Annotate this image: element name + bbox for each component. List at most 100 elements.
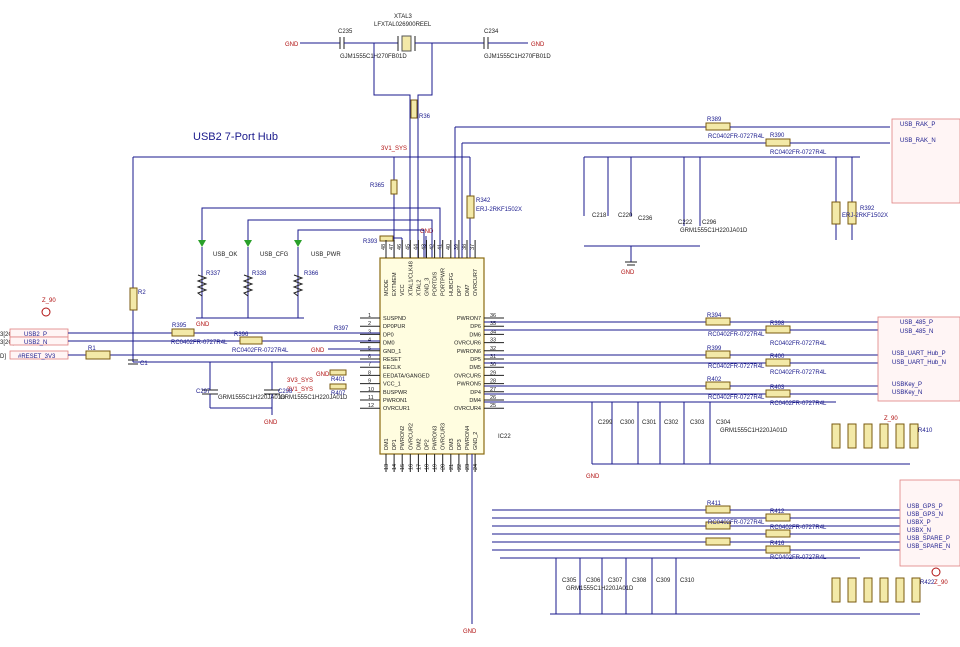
r-bot-pd-2 — [847, 577, 857, 603]
r-bot-5 — [705, 537, 731, 546]
net-key-n: USBKey_N — [892, 390, 922, 396]
ic-pin-num-32: 32 — [490, 346, 496, 352]
right-z90-icon — [931, 567, 941, 577]
r402-part: RC0402FR-0727R4L — [708, 395, 765, 401]
r1-body — [85, 350, 111, 360]
ic-pin-name-8: EEDATA/GANGED — [383, 373, 430, 379]
ic-pin-name-15: PWRON2 — [400, 426, 406, 450]
r-bot-4 — [765, 529, 791, 538]
cap-top-1: C220 — [618, 213, 633, 219]
net-rak-p: USB_RAK_P — [900, 122, 935, 128]
r400-part: RC0402FR-0727R4L — [770, 370, 827, 376]
r396-ref: R396 — [234, 332, 249, 338]
r394-ref: R394 — [707, 313, 722, 319]
r393-ref: R393 — [363, 239, 378, 245]
r402-ref: R402 — [707, 377, 722, 383]
r-mid-pd-4 — [879, 423, 889, 449]
r411-part: RC0402FR-0727R4L — [708, 520, 765, 526]
r401-ref: R401 — [331, 377, 346, 383]
r399-body — [705, 350, 731, 359]
net-gps-n: USB_GPS_N — [907, 512, 943, 518]
ic-pin-name-4: DM0 — [383, 341, 395, 347]
r1-ref: R1 — [88, 346, 96, 352]
ic-pin-name-32: PWRON6 — [457, 349, 481, 355]
r412-part: RC0402FR-0727R4L — [770, 525, 827, 531]
r403-body — [765, 389, 791, 398]
r389-part: RC0402FR-0727R4L — [708, 134, 765, 140]
ic-pin-num-38: 38 — [462, 244, 468, 250]
ic-pin-name-34: DM6 — [469, 332, 481, 338]
ic-pin-name-6: RESET — [383, 357, 402, 363]
c297-part: GRM1555C1H220JA01D — [218, 395, 286, 401]
r395-body — [171, 328, 195, 337]
cap-mid-5: C304 — [716, 420, 731, 426]
r400-body — [765, 358, 791, 367]
r399-ref: R399 — [707, 346, 722, 352]
led-section: USB_OK USB_CFG USB_PWR R337 R338 R366 GN… — [196, 240, 341, 328]
ic-pin-num-13: 13 — [384, 464, 390, 470]
ic-bottom-pins: 13DM114DP115PWRON216OVRCUR217DM218DP219P… — [384, 423, 479, 472]
r392-body — [847, 201, 857, 225]
ic-pin-num-36: 36 — [490, 313, 496, 319]
ic-pin-num-29: 29 — [490, 370, 496, 376]
cap-bot-0: C305 — [562, 578, 577, 584]
ic-pin-num-7: 7 — [368, 362, 371, 368]
ic-pin-num-8: 8 — [368, 370, 371, 376]
cap-bot-1: C306 — [586, 578, 601, 584]
r394-body — [705, 317, 731, 326]
ic-pin-num-35: 35 — [490, 321, 496, 327]
ic-pin-name-28: PWRON5 — [457, 382, 481, 388]
ic-pin-num-45: 45 — [405, 244, 411, 250]
gnd-dm0-label: GND — [311, 348, 325, 354]
cap-bot-5: C310 — [680, 578, 695, 584]
ic-pin-num-1: 1 — [368, 313, 371, 319]
usb2-p-label: USB2_P — [24, 332, 47, 338]
r338-ref: R338 — [252, 271, 267, 277]
left-rst-prefix: D] — [0, 354, 6, 360]
r36-body — [410, 99, 418, 119]
crystal-body — [401, 35, 412, 52]
r412-ref: R412 — [770, 509, 785, 515]
gnd-ic-bottom-label: GND — [463, 629, 477, 635]
sys1-label: 3V3_SYS — [287, 378, 313, 384]
ic-pin-name-7: EECLK — [383, 365, 401, 371]
r407-body — [329, 383, 347, 390]
ic-pin-name-44: XTAL2 — [416, 280, 422, 296]
ic-pin-num-6: 6 — [368, 354, 371, 360]
right-series: R389 RC0402FR-0727R4L R390 RC0402FR-0727… — [463, 117, 935, 635]
r411-body — [705, 505, 731, 514]
ic-pin-name-36: PWRON7 — [457, 316, 481, 322]
r396-body — [239, 336, 263, 345]
r392-ref: R392 — [860, 206, 875, 212]
r365-ref: R365 — [370, 183, 385, 189]
ic-pin-name-31: DP5 — [470, 357, 481, 363]
c297-ref: C297 — [196, 389, 211, 395]
ic-pin-name-2: DP0PUR — [383, 324, 405, 330]
ic-pin-name-19: PWRON3 — [433, 426, 439, 450]
ic-pin-name-11: PWRON1 — [383, 398, 407, 404]
right-net-boxes: USB_RAK_P USB_RAK_N USB_485_P USB_485_N … — [877, 118, 960, 586]
net-uart-p: USB_UART_Hub_P — [892, 351, 946, 357]
r337-ref: R337 — [206, 271, 221, 277]
ic-pin-name-30: DM5 — [469, 365, 481, 371]
cap-mid-3: C302 — [664, 420, 679, 426]
r422-body — [911, 577, 921, 603]
r389-body — [705, 122, 731, 131]
r399-part: RC0402FR-0727R4L — [708, 364, 765, 370]
cap-top-4: C296 — [702, 220, 717, 226]
r-bot-pd-3 — [863, 577, 873, 603]
ic-pin-num-17: 17 — [416, 464, 422, 470]
r395-ref: R395 — [172, 323, 187, 329]
ic-top-pins: 48MODE47EXTMEM46VCC45XTAL1/CLK4844XTAL24… — [381, 240, 479, 296]
ic-pin-name-16: OVRCUR2 — [408, 423, 414, 450]
ic-pin-name-47: EXTMEM — [392, 272, 398, 296]
led-pwr-icon — [294, 240, 302, 247]
ic-pin-num-19: 19 — [433, 464, 439, 470]
ic-pin-name-22: DP3 — [457, 439, 463, 450]
ic-pin-num-11: 11 — [368, 395, 374, 401]
left-p-prefix: 3[2C] — [0, 332, 15, 338]
ic-pin-num-28: 28 — [490, 379, 496, 385]
